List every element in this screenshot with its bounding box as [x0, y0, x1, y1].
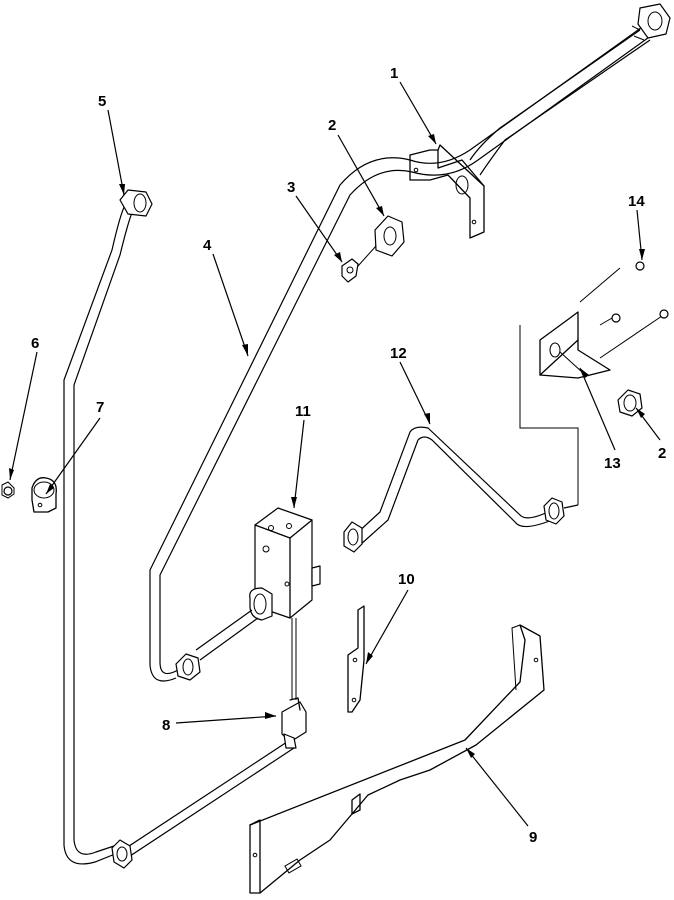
- leader-2a: [337, 134, 385, 217]
- callout-3: 3: [287, 179, 295, 196]
- callout-8: 8: [162, 717, 170, 734]
- screws-part-14: [611, 261, 669, 323]
- fitting-part-3: [341, 245, 377, 283]
- arrow-5: [119, 184, 125, 195]
- callout-4: 4: [203, 237, 212, 254]
- arrow-14: [639, 249, 645, 260]
- arrow-12: [424, 413, 430, 424]
- callout-6: 6: [31, 335, 39, 352]
- leader-12: [399, 361, 431, 425]
- arrow-9: [466, 748, 475, 758]
- arrow-8: [265, 712, 276, 719]
- arrow-11: [291, 497, 297, 508]
- bracket-part-13: [519, 267, 663, 505]
- clamp-part-7: [31, 477, 57, 513]
- arrow-10: [366, 652, 373, 664]
- callout-10: 10: [398, 571, 415, 588]
- leader-3: [295, 195, 343, 263]
- nut-part-5-bottom: [111, 839, 133, 869]
- bracket-part-10: [347, 605, 365, 713]
- leader-5: [107, 109, 125, 196]
- callout-5: 5: [98, 93, 106, 110]
- callout-11: 11: [295, 403, 311, 420]
- arrow-3: [334, 252, 342, 262]
- callout-labels: 1 2 3 4 5 6 7 8 9 10 11 12 13 14 2: [31, 65, 666, 846]
- arrow-1: [428, 134, 436, 144]
- leader-arrowheads: [9, 134, 645, 758]
- leader-4: [212, 253, 249, 357]
- arrow-2a: [376, 206, 384, 216]
- callout-13: 13: [604, 455, 621, 472]
- tube-part-5: [63, 204, 295, 865]
- leader-13: [579, 367, 616, 451]
- leader-6: [9, 351, 38, 481]
- arrow-6: [9, 468, 14, 480]
- regulator-outlet-tube: [175, 609, 259, 681]
- regulator-part-11: [249, 507, 321, 621]
- leader-1: [399, 81, 437, 145]
- tube-part-12: [343, 426, 579, 553]
- leader-lines: [9, 81, 661, 827]
- callout-12: 12: [390, 345, 407, 362]
- leader-8: [175, 715, 277, 724]
- callout-2-upper: 2: [328, 117, 336, 134]
- valve-part-8: [281, 618, 307, 749]
- screw-part-6: [1, 481, 15, 499]
- callout-2-right: 2: [658, 445, 666, 462]
- arrow-13: [580, 368, 589, 378]
- nut-part-5-top: [119, 189, 153, 217]
- arrow-4: [242, 344, 248, 356]
- callout-1: 1: [390, 65, 398, 82]
- callout-14: 14: [628, 193, 645, 210]
- hex-nut-part-2-right: [617, 389, 643, 417]
- plate-part-9: [249, 624, 545, 894]
- leader-9: [465, 747, 529, 827]
- bracket-part-1: [409, 144, 485, 239]
- gas-tube-part-4: [149, 24, 653, 682]
- arrow-2b: [636, 408, 645, 418]
- leader-7: [45, 417, 101, 495]
- hex-nut-part-2-upper: [374, 215, 405, 257]
- leader-10: [365, 589, 409, 665]
- callout-9: 9: [529, 829, 537, 846]
- leader-11: [293, 419, 305, 509]
- arrow-7: [46, 484, 54, 494]
- callout-7: 7: [96, 399, 104, 416]
- top-right-fitting: [631, 3, 671, 41]
